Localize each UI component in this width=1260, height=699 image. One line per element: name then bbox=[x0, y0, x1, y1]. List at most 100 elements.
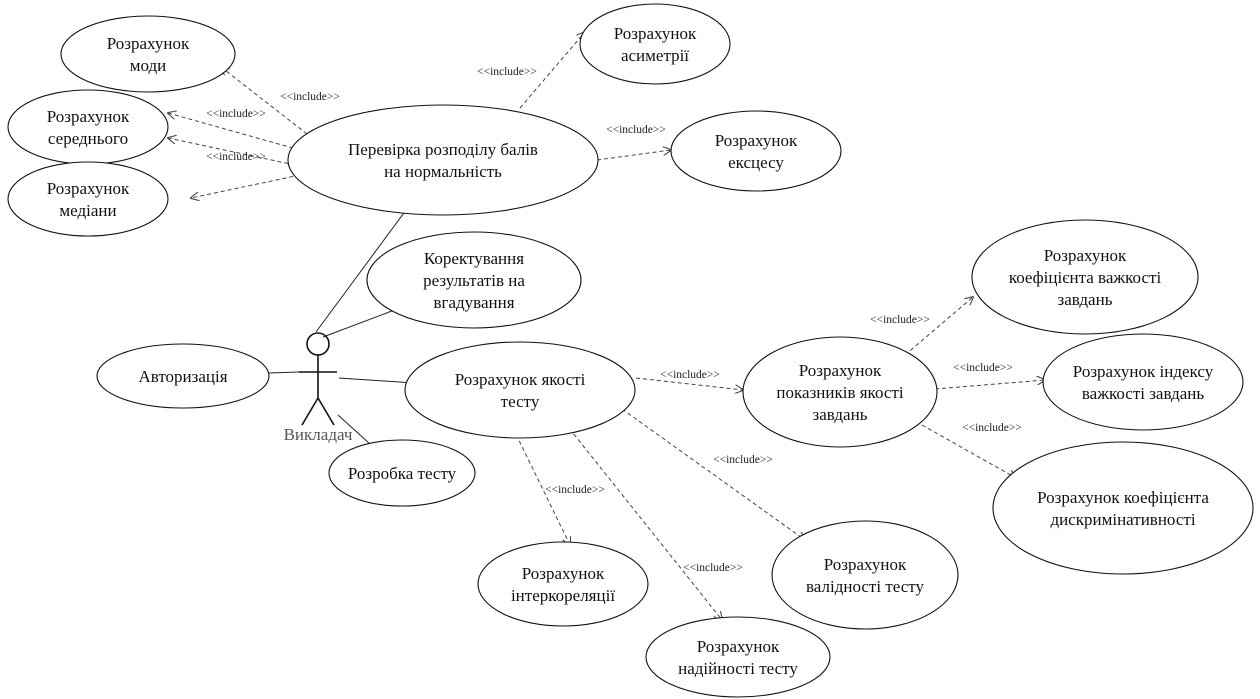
use-case-skewness[interactable]: Розрахунок асиметрії bbox=[579, 3, 731, 85]
use-case-label: важкості завдань bbox=[1082, 384, 1205, 403]
include-arrow-mean bbox=[168, 113, 301, 151]
use-case-ellipse[interactable] bbox=[96, 343, 270, 409]
use-case-ellipse[interactable] bbox=[971, 219, 1199, 335]
include-label: <<include>> bbox=[280, 91, 340, 103]
use-case-discrimination[interactable]: Розрахунок коефіцієнта дискримінативності bbox=[992, 441, 1254, 575]
include-arrow-discrimination bbox=[921, 424, 1016, 478]
use-case-label: завдань bbox=[813, 405, 868, 424]
use-case-label: дискримінативності bbox=[1050, 510, 1195, 529]
include-label: <<include>> bbox=[606, 124, 666, 136]
use-case-label: ексцесу bbox=[728, 153, 784, 172]
use-case-ellipse[interactable] bbox=[992, 441, 1254, 575]
actor-head bbox=[306, 332, 330, 356]
use-case-ellipse[interactable] bbox=[477, 541, 649, 627]
use-case-label: тесту bbox=[501, 392, 540, 411]
include-arrow-mean bbox=[168, 138, 296, 166]
use-case-ellipse[interactable] bbox=[1042, 333, 1244, 431]
use-case-label: Розрахунок bbox=[715, 131, 798, 150]
use-case-label: моди bbox=[130, 56, 167, 75]
actor-label: Викладач bbox=[284, 425, 353, 444]
use-case-normality[interactable]: Перевірка розподілу балів на нормальність bbox=[287, 104, 599, 216]
use-case-mode[interactable]: Розрахунок моди bbox=[60, 15, 236, 93]
use-case-ellipse[interactable] bbox=[60, 15, 236, 93]
include-label: <<include>> bbox=[962, 422, 1022, 434]
use-case-label: Розрахунок bbox=[47, 179, 130, 198]
use-case-ellipse[interactable] bbox=[366, 231, 582, 329]
include-arrow-median bbox=[191, 174, 301, 198]
association-line-test-development bbox=[337, 414, 370, 444]
use-case-label: показників якості bbox=[776, 383, 903, 402]
include-label: <<include>> bbox=[206, 151, 266, 163]
use-case-label: Розрахунок bbox=[824, 555, 907, 574]
use-case-label: завдань bbox=[1058, 290, 1113, 309]
use-case-test-quality[interactable]: Розрахунок якості тесту bbox=[404, 341, 636, 439]
use-case-label: Розрахунок bbox=[47, 107, 130, 126]
include-label: <<include>> bbox=[870, 314, 930, 326]
include-arrow-difficulty-coef bbox=[904, 297, 973, 356]
use-case-mean[interactable]: Розрахунок середнього bbox=[7, 89, 169, 165]
use-case-label: Коректування bbox=[424, 249, 524, 268]
use-case-label: коефіцієнта важкості bbox=[1009, 268, 1162, 287]
use-case-ellipse[interactable] bbox=[328, 439, 476, 507]
use-case-authorization[interactable]: Авторизація bbox=[96, 343, 270, 409]
use-case-label: Розрахунок коефіцієнта bbox=[1037, 488, 1209, 507]
use-case-label: асиметрії bbox=[621, 46, 689, 65]
use-case-label: валідності тесту bbox=[806, 577, 924, 596]
use-case-label: Розрахунок якості bbox=[455, 370, 586, 389]
include-arrow-kurtosis bbox=[596, 150, 671, 161]
include-label: <<include>> bbox=[683, 562, 743, 574]
actor-right-leg bbox=[317, 397, 335, 426]
include-label: <<include>> bbox=[660, 369, 720, 381]
use-case-ellipse[interactable] bbox=[287, 104, 599, 216]
use-case-label: Розрахунок bbox=[799, 361, 882, 380]
use-case-label: Перевірка розподілу балів bbox=[348, 140, 538, 159]
use-case-difficulty-index[interactable]: Розрахунок індексу важкості завдань bbox=[1042, 333, 1244, 431]
use-case-ellipse[interactable] bbox=[7, 89, 169, 165]
use-case-label: Розрахунок bbox=[697, 637, 780, 656]
include-label: <<include>> bbox=[713, 454, 773, 466]
use-case-item-quality[interactable]: Розрахунок показників якості завдань bbox=[742, 336, 938, 448]
use-case-ellipse[interactable] bbox=[404, 341, 636, 439]
use-case-label: Розрахунок bbox=[522, 564, 605, 583]
association-line-test-quality bbox=[338, 377, 407, 383]
connectors-layer bbox=[168, 32, 1045, 620]
use-case-label: середнього bbox=[48, 129, 128, 148]
use-case-label: Розрахунок bbox=[107, 34, 190, 53]
use-case-ellipse[interactable] bbox=[670, 110, 842, 192]
use-case-kurtosis[interactable]: Розрахунок ексцесу bbox=[670, 110, 842, 192]
use-case-test-development[interactable]: Розробка тесту bbox=[328, 439, 476, 507]
use-case-ellipse[interactable] bbox=[771, 520, 959, 630]
use-case-ellipse[interactable] bbox=[742, 336, 938, 448]
use-case-label: Розрахунок індексу bbox=[1073, 362, 1214, 381]
include-arrow-intercorrelation bbox=[509, 421, 570, 545]
use-case-ellipse[interactable] bbox=[579, 3, 731, 85]
use-case-label: Розрахунок bbox=[614, 24, 697, 43]
use-case-ellipse[interactable] bbox=[645, 616, 831, 698]
actor-left-leg bbox=[301, 397, 319, 426]
association-line-guess-correction bbox=[322, 310, 393, 338]
use-case-label: на нормальність bbox=[384, 162, 502, 181]
include-arrow-difficulty-index bbox=[934, 380, 1045, 390]
use-case-label: надійності тесту bbox=[678, 659, 798, 678]
use-case-intercorrelation[interactable]: Розрахунок інтеркореляції bbox=[477, 541, 649, 627]
actor-layer: Викладач bbox=[284, 332, 353, 444]
use-case-reliability[interactable]: Розрахунок надійності тесту bbox=[645, 616, 831, 698]
use-case-label: Розробка тесту bbox=[348, 464, 457, 483]
include-labels-layer: <<include>> <<include>> <<include>> <<inclu… bbox=[206, 66, 1022, 574]
association-line-authorization bbox=[268, 371, 300, 374]
use-case-validity[interactable]: Розрахунок валідності тесту bbox=[771, 520, 959, 630]
use-case-label: Авторизація bbox=[138, 367, 227, 386]
include-label: <<include>> bbox=[953, 362, 1013, 374]
use-cases-layer: РозрахунокмодиРозрахуноксередньогоРозрах… bbox=[7, 3, 1254, 698]
actor-teacher[interactable]: Викладач bbox=[284, 332, 353, 444]
use-case-ellipse[interactable] bbox=[7, 161, 169, 237]
association-line-normality bbox=[315, 212, 405, 333]
include-label: <<include>> bbox=[477, 66, 537, 78]
use-case-label: інтеркореляції bbox=[511, 586, 615, 605]
include-label: <<include>> bbox=[206, 108, 266, 120]
include-label: <<include>> bbox=[545, 484, 605, 496]
